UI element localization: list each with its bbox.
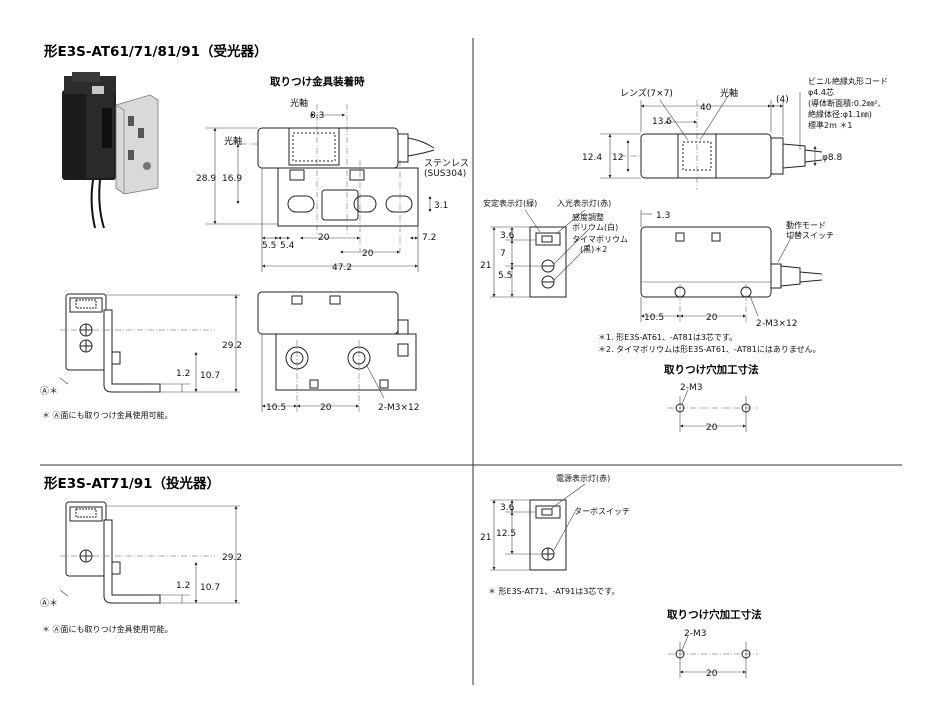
- label-optical-axis-left: 光軸: [224, 135, 242, 147]
- dim-10-7-a: 10.7: [200, 371, 220, 381]
- label-cable-5: 標準2m ＊1: [808, 120, 853, 130]
- dim-1-2-b: 1.2: [176, 581, 190, 591]
- note-2: ＊2. タイマボリウムは形E3S-AT61、-AT81にはありません。: [598, 345, 821, 354]
- label-stability-led: 安定表示灯(緑): [483, 198, 537, 208]
- dim-12: 12: [612, 153, 623, 163]
- label-sus304: (SUS304): [424, 169, 466, 179]
- dim-m3-b: 2-M3: [684, 629, 706, 639]
- emitter-side-view: [490, 483, 586, 571]
- note-1: ＊1. 形E3S-AT61、-AT81は3芯です。: [598, 332, 737, 342]
- dim-28-9: 28.9: [196, 174, 216, 184]
- product-photo: [62, 72, 159, 229]
- dim-1-2-a: 1.2: [176, 369, 190, 379]
- hole-dimensions-1-drawing: [668, 389, 758, 432]
- receiver-side-view: [490, 209, 591, 298]
- dim-20-f: 20: [706, 669, 718, 679]
- dim-20-c: 20: [320, 403, 332, 413]
- receiver-bracket-side-view: [59, 293, 240, 393]
- label-lens: レンズ(7×7): [620, 87, 673, 99]
- dim-1-3: 1.3: [656, 211, 670, 221]
- dim-10-5-b: 10.5: [644, 313, 664, 323]
- label-optical-axis-top: 光軸: [290, 97, 308, 109]
- dim-10-5-a: 10.5: [266, 403, 286, 413]
- title-hole-dimensions-2: 取りつけ穴加工寸法: [667, 608, 762, 621]
- label-cable-1: ビニル絶縁丸形コード: [808, 76, 888, 86]
- dim-21-b: 21: [480, 533, 491, 543]
- label-timer-2: (黒)＊2: [580, 245, 607, 254]
- label-sensitivity-2: ボリウム(白): [572, 222, 618, 232]
- dim-29-2-a: 29.2: [222, 341, 242, 351]
- dim-10-7-b: 10.7: [200, 583, 220, 593]
- dim-m3-a: 2-M3: [680, 383, 702, 393]
- label-cable-2: φ4.4芯: [808, 87, 834, 97]
- dim-3-1: 3.1: [434, 201, 448, 211]
- dim-12-5: 12.5: [496, 529, 516, 539]
- note-face-a-1: ＊ Ⓐ面にも取りつけ金具使用可能。: [42, 410, 173, 420]
- label-cable-4: 絶縁体径:φ1.1㎜): [808, 109, 872, 119]
- receiver-front-view: [640, 210, 823, 322]
- dim-7: 7: [500, 249, 506, 259]
- dim-29-2-b: 29.2: [222, 553, 242, 563]
- dim-3-6-b: 3.6: [500, 503, 515, 513]
- label-power-led: 電源表示灯(赤): [556, 473, 610, 483]
- receiver-bracket-top-dimensions: [205, 113, 432, 272]
- label-turbo-switch: ターボスイッチ: [574, 507, 630, 516]
- dim-5-5-b: 5.5: [498, 271, 512, 281]
- receiver-top-view: [600, 92, 823, 190]
- label-timer-1: タイマボリウム: [572, 235, 628, 244]
- dim-16-9: 16.9: [222, 174, 242, 184]
- dim-20-a: 20: [318, 233, 330, 243]
- note-3: ＊ 形E3S-AT71、-AT91は3芯です。: [488, 586, 620, 596]
- dim-5-4: 5.4: [280, 241, 295, 251]
- label-light-in-led: 入光表示灯(赤): [557, 198, 611, 208]
- dim-3-6-a: 3.6: [500, 231, 515, 241]
- dim-phi-8-8: φ8.8: [822, 153, 843, 163]
- hole-dimensions-2-drawing: [668, 635, 758, 678]
- emitter-bracket-side-view: [59, 501, 240, 604]
- label-mode-2: 切替スイッチ: [786, 230, 834, 240]
- dim-7-2: 7.2: [422, 233, 436, 243]
- title-receiver: 形E3S-AT61/71/81/91（受光器）: [44, 43, 268, 60]
- dim-4: (4): [776, 95, 789, 105]
- dim-5-5: 5.5: [262, 241, 276, 251]
- dim-40: 40: [700, 103, 712, 113]
- dim-20-e: 20: [706, 423, 718, 433]
- label-cable-3: (導体断面積:0.2㎜²、: [808, 98, 886, 108]
- dim-21-a: 21: [480, 261, 491, 271]
- title-bracket-mounting: 取りつけ金具装着時: [270, 75, 365, 88]
- dim-m3x12-b: 2-M3×12: [756, 319, 797, 329]
- label-face-a-1: Ⓐ＊: [40, 386, 58, 397]
- dim-20-b: 20: [362, 249, 374, 259]
- receiver-bracket-front-view: [257, 291, 417, 412]
- dim-12-4: 12.4: [582, 153, 602, 163]
- receiver-bracket-top-view: [230, 104, 435, 252]
- label-mode-1: 動作モード: [786, 220, 826, 230]
- label-stainless: ステンレス: [424, 158, 469, 169]
- dim-8-3: 8.3: [310, 111, 324, 121]
- label-optical-axis-right: 光軸: [720, 87, 738, 99]
- title-emitter: 形E3S-AT71/91（投光器）: [44, 475, 220, 492]
- title-hole-dimensions-1: 取りつけ穴加工寸法: [664, 363, 759, 376]
- dim-47-2: 47.2: [332, 263, 352, 273]
- dim-20-d: 20: [706, 313, 718, 323]
- dim-m3x12-a: 2-M3×12: [378, 403, 419, 413]
- note-face-a-2: ＊ Ⓐ面にも取りつけ金具使用可能。: [42, 624, 173, 634]
- label-face-a-2: Ⓐ＊: [40, 598, 58, 609]
- label-sensitivity-1: 感度調整: [572, 212, 604, 222]
- dim-13-5: 13.5: [652, 117, 672, 127]
